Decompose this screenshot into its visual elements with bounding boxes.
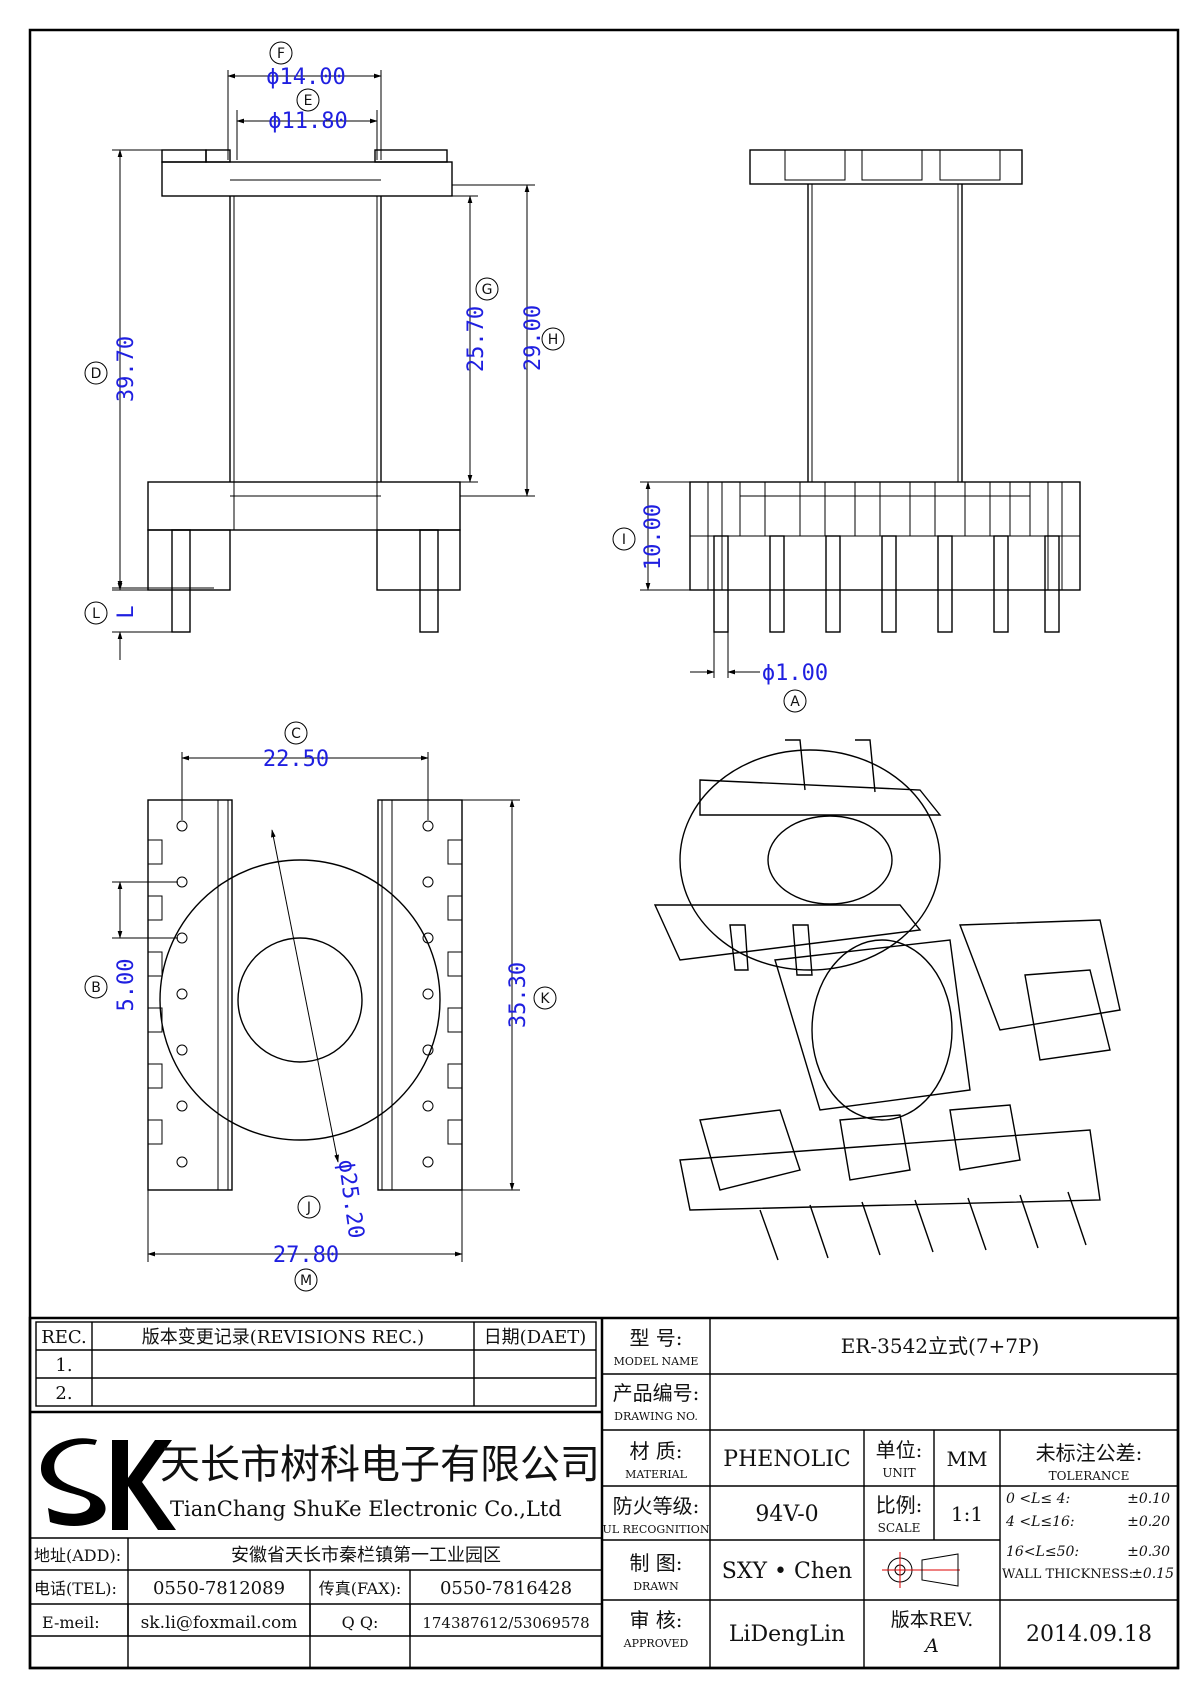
rev-value: A <box>923 1635 939 1657</box>
dim-k-bubble: K <box>540 991 550 1007</box>
revisions-header: 版本变更记录(REVISIONS REC.) <box>142 1327 424 1348</box>
dim-l-bubble: L <box>92 606 100 622</box>
scale-label-en: SCALE <box>878 1521 921 1535</box>
unit-value: MM <box>947 1447 988 1471</box>
tel-label: 电话(TEL): <box>34 1579 117 1598</box>
tolerance-value-1: ±0.10 <box>1127 1491 1170 1507</box>
dim-k-value: 35.30 <box>506 962 531 1028</box>
company-logo <box>40 1438 176 1530</box>
unit-label-cn: 单位: <box>876 1438 923 1462</box>
wall-thickness-label: WALL THICKNESS: <box>1002 1567 1133 1582</box>
dim-d-bubble: D <box>91 366 102 382</box>
approved-label-cn: 审 核: <box>629 1608 682 1632</box>
dim-g-bubble: G <box>482 282 493 298</box>
dim-b-bubble: B <box>91 980 101 996</box>
title-block <box>28 1316 1180 1670</box>
company-name-cn: 天长市树科电子有限公司 <box>160 1442 600 1488</box>
dim-h-bubble: H <box>548 332 559 348</box>
email-label: E-meil: <box>42 1613 100 1632</box>
approved-label-en: APPROVED <box>623 1637 689 1650</box>
dim-f-bubble: F <box>277 46 285 62</box>
address-label: 地址(ADD): <box>34 1546 121 1565</box>
approved-value: LiDengLin <box>729 1622 845 1647</box>
dim-h-value: 29.00 <box>521 305 546 371</box>
pin-holes <box>176 820 434 1168</box>
dim-c-bubble: C <box>291 726 301 742</box>
scale-label-cn: 比例: <box>876 1493 923 1517</box>
drawing-label-cn: 产品编号: <box>613 1381 700 1405</box>
dim-j-bubble: J <box>306 1200 311 1216</box>
unit-label-en: UNIT <box>882 1466 915 1480</box>
drawn-value: SXY • Chen <box>722 1559 852 1584</box>
model-label-en: MODEL NAME <box>614 1355 699 1368</box>
address-value: 安徽省天长市秦栏镇第一工业园区 <box>231 1545 501 1566</box>
model-value: ER-3542立式(7+7P) <box>841 1334 1040 1358</box>
tolerance-value-2: ±0.20 <box>1127 1514 1170 1530</box>
tolerance-range-3: 16<L≤50: <box>1006 1544 1079 1560</box>
dim-b-value: 5.00 <box>114 959 139 1012</box>
email-value: sk.li@foxmail.com <box>141 1613 298 1633</box>
drawn-label-en: DRAWN <box>633 1580 679 1593</box>
side-view <box>689 149 1081 633</box>
drawn-label-cn: 制 图: <box>629 1551 682 1575</box>
title-block-text: REC. 版本变更记录(REVISIONS REC.) 日期(DAET) 1. … <box>34 1326 1174 1657</box>
fax-label: 传真(FAX): <box>319 1579 402 1598</box>
rev-label: 版本REV. <box>891 1609 974 1631</box>
rev-row-1: 1. <box>55 1355 72 1376</box>
rev-header: REC. <box>41 1327 87 1348</box>
rev-row-2: 2. <box>55 1383 72 1404</box>
company-name-en: TianChang ShuKe Electronic Co.,Ltd <box>170 1497 562 1521</box>
front-view <box>147 149 461 633</box>
dim-a-bubble: A <box>790 694 800 710</box>
wall-thickness-value: ±0.15 <box>1131 1566 1174 1582</box>
dim-i-value: 10.00 <box>641 504 666 570</box>
scale-value: 1:1 <box>951 1502 983 1526</box>
dim-l-value: L <box>114 605 139 618</box>
dim-a-value: ϕ1.00 <box>762 661 828 686</box>
dim-e-value: ϕ11.80 <box>268 109 347 134</box>
material-label-cn: 材 质: <box>629 1439 682 1463</box>
qq-label: Q Q: <box>342 1613 379 1632</box>
tolerance-title: 未标注公差: <box>1036 1441 1143 1465</box>
fax-value: 0550-7816428 <box>440 1578 572 1599</box>
dim-m-bubble: M <box>300 1273 312 1289</box>
material-value: PHENOLIC <box>723 1447 850 1472</box>
dim-i-bubble: I <box>622 532 626 548</box>
ul-label-cn: 防火等级: <box>613 1494 700 1518</box>
date-header: 日期(DAET) <box>484 1327 587 1348</box>
tolerance-value-3: ±0.30 <box>1127 1544 1170 1560</box>
tolerance-en: TOLERANCE <box>1049 1469 1130 1483</box>
model-label-cn: 型 号: <box>629 1326 682 1350</box>
sheet-border <box>28 28 1180 1670</box>
tolerance-range-2: 4 <L≤16: <box>1005 1514 1075 1530</box>
material-label-en: MATERIAL <box>625 1468 688 1481</box>
qq-value: 174387612/53069578 <box>422 1614 589 1632</box>
isometric-view <box>653 739 1121 1261</box>
tolerance-range-1: 0 <L≤ 4: <box>1006 1491 1070 1507</box>
dim-e-bubble: E <box>304 93 313 109</box>
drawing-label-en: DRAWING NO. <box>614 1410 698 1423</box>
tel-value: 0550-7812089 <box>153 1578 285 1599</box>
dim-j-value: ϕ25.20 <box>333 1158 369 1240</box>
side-dimensions: I 10.00 ϕ1.00 A <box>612 481 828 713</box>
dim-f-value: ϕ14.00 <box>266 65 345 90</box>
projection-symbol-icon <box>882 1552 960 1588</box>
dim-m-value: 27.80 <box>273 1243 339 1268</box>
dim-g-value: 25.70 <box>464 306 489 372</box>
bottom-dimensions: C 22.50 B 5.00 K 35.30 ϕ25.20 J 27.80 M <box>84 721 557 1292</box>
ul-label-en: UL RECOGNITION <box>603 1523 710 1536</box>
bottom-view <box>147 799 463 1191</box>
ul-value: 94V-0 <box>755 1502 818 1527</box>
dim-c-value: 22.50 <box>263 747 329 772</box>
dim-d-value: 39.70 <box>114 336 139 402</box>
front-dimensions: F ϕ14.00 E ϕ11.80 D 39.70 G 25.70 H 29.0… <box>84 41 565 660</box>
date-value: 2014.09.18 <box>1026 1622 1152 1647</box>
